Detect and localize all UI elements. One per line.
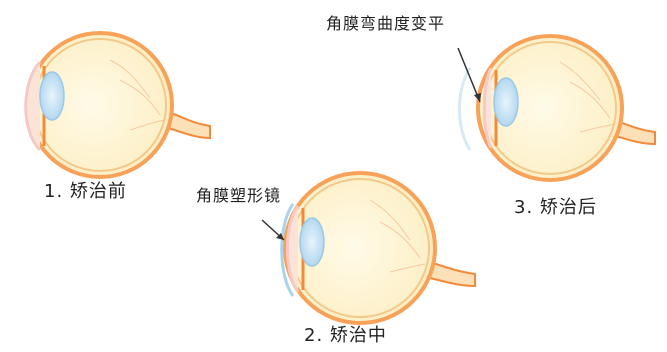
lens-arrow <box>262 220 284 240</box>
eye-before <box>26 33 210 177</box>
cornea <box>26 62 40 150</box>
crystalline-lens <box>494 78 518 126</box>
removed-lens-outline <box>460 68 471 150</box>
label-during: 2. 矫治中 <box>304 326 387 346</box>
eye-after <box>460 36 656 180</box>
optic-nerve <box>168 112 210 138</box>
label-lens: 角膜塑形镜 <box>196 186 281 206</box>
label-after: 3. 矫治后 <box>514 198 597 218</box>
crystalline-lens <box>40 72 64 120</box>
label-before: 1. 矫治前 <box>44 182 127 202</box>
label-flatten: 角膜弯曲度变平 <box>326 14 445 34</box>
crystalline-lens <box>300 218 324 266</box>
optic-nerve <box>430 262 475 286</box>
eye-during <box>282 173 475 323</box>
